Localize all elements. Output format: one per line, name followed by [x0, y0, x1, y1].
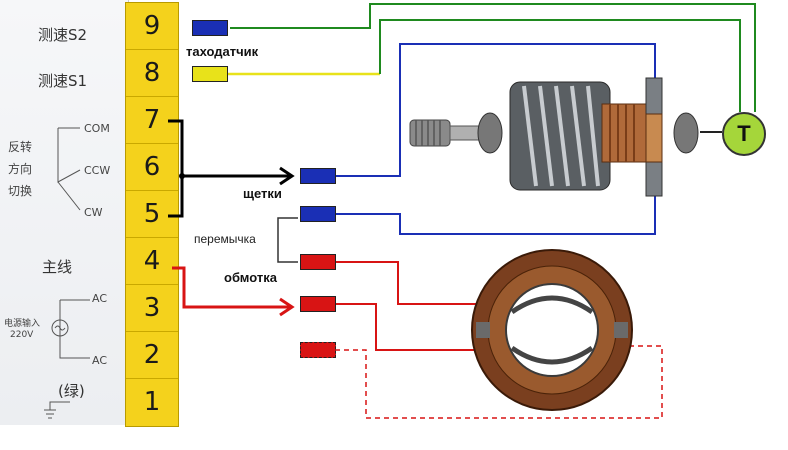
- winding-pad-dashed: [300, 342, 336, 358]
- bracket-line: [168, 119, 184, 218]
- terminal-7: 7: [126, 97, 178, 144]
- ac-top-label: AC: [92, 292, 108, 305]
- direction-switch-label: 反转 方向 切换: [8, 136, 34, 202]
- terminal-1: 1: [143, 387, 161, 417]
- speed-s1-label: 测速S1: [38, 72, 88, 90]
- red-wire-winding-1: [335, 261, 480, 305]
- armature-rotor: [409, 77, 699, 197]
- green-wire-2: [379, 19, 741, 112]
- brush-pad-top: [300, 168, 336, 184]
- controller-label-panel: 测速S2 测速S1 反转 方向 切换 COM CCW CW 主线 AC 电源输入…: [0, 0, 129, 425]
- terminal-9: 9: [126, 3, 178, 50]
- blue-wire-brush-bottom: [335, 196, 656, 235]
- brush-top: [645, 77, 663, 117]
- rotor-shaft: [449, 125, 481, 141]
- winding-pad-1: [300, 254, 336, 270]
- direction-label-line-2: 方向: [8, 162, 33, 176]
- tacho-pad-yellow: [192, 66, 228, 82]
- direction-label-line-3: 切换: [8, 184, 33, 198]
- shaft-thread-lines: [415, 120, 441, 146]
- brush-pad-bottom: [300, 206, 336, 222]
- ground-green-label: (绿): [58, 382, 85, 400]
- stator-bore: [505, 283, 599, 377]
- power-source-symbol: [51, 319, 69, 337]
- tacho-generator-symbol: T: [722, 112, 766, 156]
- terminal-6: 6: [126, 144, 178, 191]
- brush-bottom: [645, 159, 663, 197]
- terminal-2: 2: [126, 332, 178, 379]
- winding-label: обмотка: [224, 270, 277, 285]
- speed-s2-label: 测速S2: [38, 26, 88, 44]
- power-input-label: 电源输入: [4, 319, 41, 329]
- red-dashed-wire: [335, 345, 663, 419]
- brushes-label: щетки: [243, 186, 282, 201]
- bracket-junction: [179, 173, 185, 179]
- ac-wave: [54, 325, 66, 331]
- blue-wire-brush-top: [335, 43, 656, 177]
- bracket-arrow-head: [279, 166, 295, 186]
- winding-arrow-line: [172, 266, 290, 309]
- pole-shoe-top: [510, 295, 594, 315]
- main-line-label: 主线: [42, 258, 73, 276]
- winding-arrow-head: [279, 297, 295, 317]
- brush-bracket: [168, 119, 295, 218]
- terminal-5: 5: [126, 191, 178, 238]
- stator-clip-left: [476, 322, 490, 338]
- tacho-label: таходатчик: [186, 44, 259, 59]
- cw-label: CW: [84, 206, 103, 219]
- direction-label-line-1: 反转: [8, 140, 33, 154]
- commutator: [645, 113, 663, 163]
- com-label: COM: [84, 122, 110, 135]
- winding-lines: [609, 104, 635, 162]
- stator-clip-right: [614, 322, 628, 338]
- terminal-8: 8: [126, 50, 178, 97]
- cw-line: [57, 181, 81, 211]
- terminal-4: 4: [126, 238, 178, 285]
- ac-bottom-label: AC: [92, 354, 108, 367]
- ccw-label: CCW: [84, 164, 111, 177]
- panel-lines: [44, 127, 90, 419]
- winding-pad-2: [300, 296, 336, 312]
- stator: [471, 249, 633, 411]
- red-wire-winding-2: [335, 303, 485, 351]
- jumper-label: перемычка: [194, 232, 256, 246]
- rotor-bearing-right: [673, 112, 699, 154]
- pole-shoe-bottom: [510, 345, 594, 365]
- winding-arrow: [172, 266, 295, 317]
- ground-symbol: [44, 401, 70, 419]
- jumper-bracket: [277, 217, 298, 263]
- green-wire: [230, 3, 756, 112]
- voltage-label: 220V: [10, 330, 34, 340]
- rotor-slots: [522, 85, 600, 187]
- tacho-pad-blue: [192, 20, 228, 36]
- terminal-3: 3: [126, 285, 178, 332]
- ac-bottom-line: [59, 300, 90, 359]
- rotor-bearing-left: [477, 112, 503, 154]
- ccw-line: [57, 128, 81, 183]
